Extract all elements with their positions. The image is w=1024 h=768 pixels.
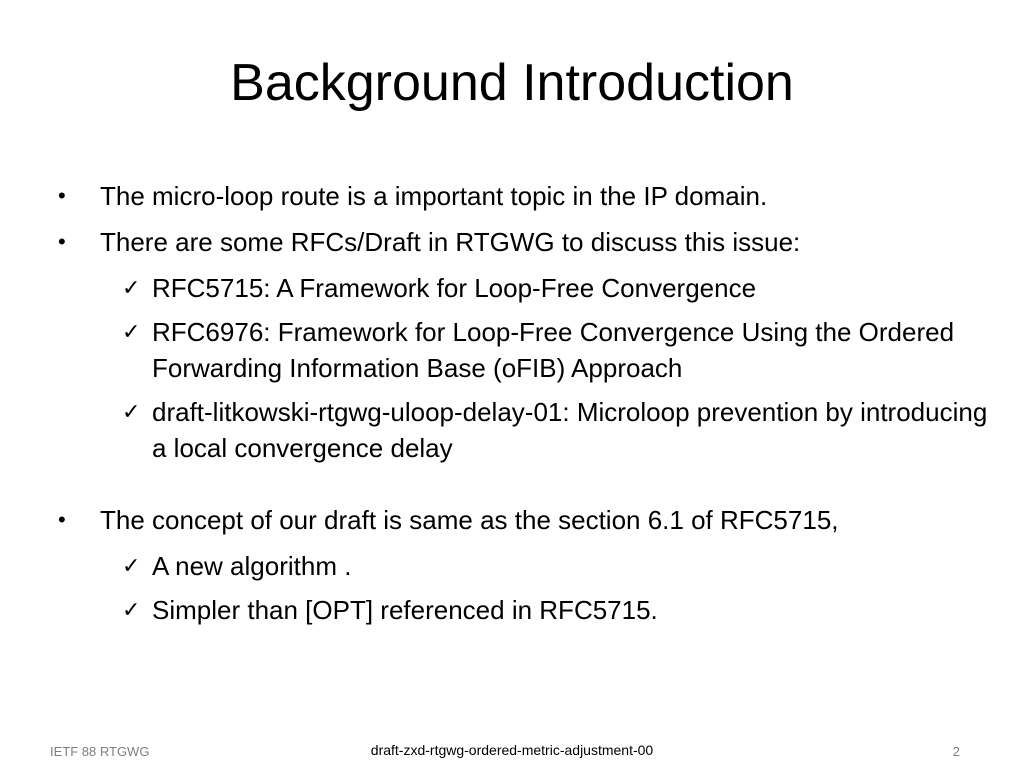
sub-item: ✓ draft-litkowski-rtgwg-uloop-delay-01: … — [54, 394, 994, 466]
bullet-text: The micro-loop route is a important topi… — [100, 181, 768, 211]
sub-item-text: Simpler than [OPT] referenced in RFC5715… — [152, 595, 658, 625]
sub-item-text: draft-litkowski-rtgwg-uloop-delay-01: Mi… — [152, 397, 988, 463]
footer-event-label: IETF 88 RTGWG — [50, 744, 150, 759]
footer-draft-name: draft-zxd-rtgwg-ordered-metric-adjustmen… — [370, 742, 654, 758]
slide-content: • The micro-loop route is a important to… — [54, 178, 994, 636]
slide-title: Background Introduction — [230, 54, 794, 112]
bullet-dot-icon: • — [58, 183, 66, 208]
sub-item: ✓ RFC6976: Framework for Loop-Free Conve… — [54, 314, 994, 386]
bullet-item: • The micro-loop route is a important to… — [54, 178, 994, 214]
bullet-text: The concept of our draft is same as the … — [100, 505, 839, 535]
page-number: 2 — [952, 744, 960, 759]
sub-item: ✓ Simpler than [OPT] referenced in RFC57… — [54, 592, 994, 628]
checkmark-icon: ✓ — [122, 319, 141, 344]
bullet-item: • The concept of our draft is same as th… — [54, 502, 994, 538]
sub-item-text: RFC6976: Framework for Loop-Free Converg… — [152, 317, 955, 383]
bullet-dot-icon: • — [58, 507, 66, 532]
spacer — [54, 474, 994, 502]
bullet-text: There are some RFCs/Draft in RTGWG to di… — [100, 227, 801, 257]
bullet-dot-icon: • — [58, 229, 66, 254]
checkmark-icon: ✓ — [122, 597, 141, 622]
sub-item-text: A new algorithm . — [152, 551, 352, 581]
checkmark-icon: ✓ — [122, 553, 141, 578]
checkmark-icon: ✓ — [122, 275, 141, 300]
bullet-item: • There are some RFCs/Draft in RTGWG to … — [54, 224, 994, 260]
sub-item-text: RFC5715: A Framework for Loop-Free Conve… — [152, 273, 757, 303]
sub-item: ✓ RFC5715: A Framework for Loop-Free Con… — [54, 270, 994, 306]
sub-item: ✓ A new algorithm . — [54, 548, 994, 584]
checkmark-icon: ✓ — [122, 399, 141, 424]
